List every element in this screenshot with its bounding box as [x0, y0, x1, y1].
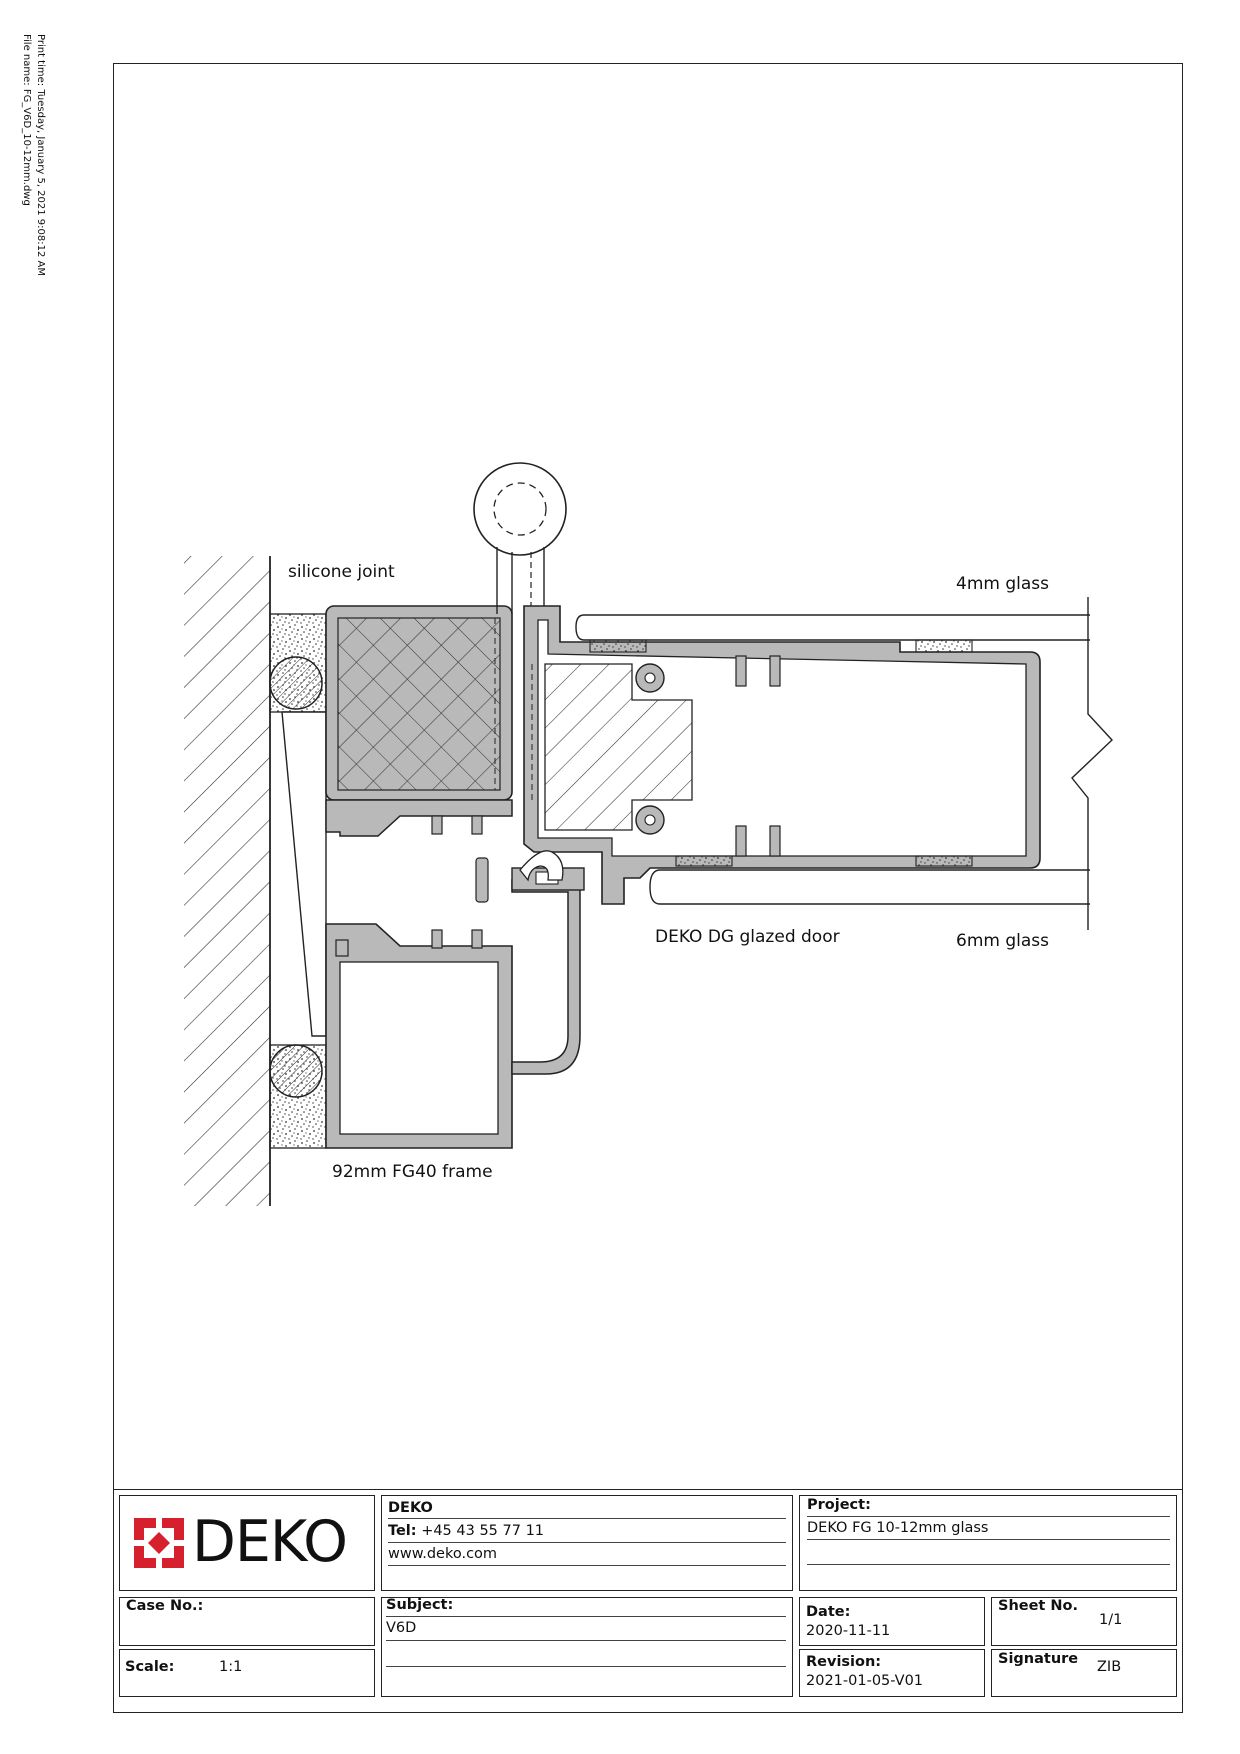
glazing-clip-top [635, 663, 665, 693]
scale-value: 1:1 [219, 1659, 243, 1675]
sheet-no-box [991, 1597, 1177, 1646]
glass-4mm [575, 614, 1090, 641]
company-rule-3 [388, 1565, 786, 1566]
project-rule-2 [807, 1539, 1170, 1540]
signature-box [991, 1649, 1177, 1697]
sheet-no-label: Sheet No. [998, 1598, 1079, 1614]
frame-upper-chamber [325, 605, 513, 801]
logo-box [119, 1495, 375, 1591]
subject-label: Subject: [386, 1597, 454, 1613]
hinge [473, 462, 567, 614]
company-rule-2 [388, 1542, 786, 1543]
break-line [1071, 597, 1113, 930]
frame-lower-chamber [325, 923, 513, 1149]
date-label: Date: [806, 1604, 851, 1620]
date-value: 2020-11-11 [806, 1623, 891, 1639]
case-no-box [119, 1597, 375, 1646]
signature-label: Signature [998, 1651, 1079, 1667]
label-glass-6mm: 6mm glass [956, 931, 1049, 951]
frame-middle-web [325, 799, 513, 837]
title-block-divider [113, 1489, 1183, 1490]
label-frame: 92mm FG40 frame [332, 1162, 493, 1182]
scale-label: Scale: [125, 1659, 175, 1675]
subject-value: V6D [386, 1620, 417, 1636]
project-rule-1 [807, 1516, 1170, 1517]
weather-seal [519, 850, 564, 882]
subject-rule-1 [386, 1616, 786, 1617]
silicone-joint-top [269, 613, 327, 713]
company-name: DEKO [388, 1500, 433, 1516]
frame-rebate-leg [511, 879, 581, 1075]
company-rule-1 [388, 1518, 786, 1519]
revision-box [799, 1649, 985, 1697]
door-timber-core [544, 663, 693, 831]
scale-box [119, 1649, 375, 1697]
case-no-label: Case No.: [126, 1598, 204, 1614]
label-glass-4mm: 4mm glass [956, 574, 1049, 594]
signature-value: ZIB [1097, 1659, 1122, 1675]
deko-logo-mark-icon [134, 1518, 184, 1568]
date-box [799, 1597, 985, 1646]
subject-box [381, 1597, 793, 1697]
silicone-joint-bottom [269, 1044, 327, 1149]
project-rule-3 [807, 1564, 1170, 1565]
wedge-shim [281, 711, 327, 1037]
company-box [381, 1495, 793, 1591]
glazing-clip-bottom [635, 805, 665, 835]
project-box [799, 1495, 1177, 1591]
subject-rule-2 [386, 1640, 786, 1641]
label-door: DEKO DG glazed door [655, 927, 840, 947]
wall-section [184, 556, 271, 1206]
deko-logo: DEKO [134, 1509, 364, 1575]
revision-label: Revision: [806, 1654, 882, 1670]
tel-value: +45 43 55 77 11 [421, 1523, 545, 1539]
glazing-gaskets [589, 639, 973, 867]
sheet-no-value: 1/1 [1099, 1612, 1123, 1628]
revision-value: 2021-01-05-V01 [806, 1673, 924, 1689]
deko-logo-text: DEKO [192, 1509, 348, 1575]
project-label: Project: [807, 1497, 871, 1513]
subject-rule-3 [386, 1666, 786, 1667]
glass-6mm [649, 869, 1090, 905]
project-value: DEKO FG 10-12mm glass [807, 1520, 989, 1536]
company-tel: Tel: +45 43 55 77 11 [388, 1523, 544, 1539]
label-silicone-joint: silicone joint [288, 562, 395, 582]
company-web: www.deko.com [388, 1546, 498, 1562]
drawing-sheet-border [113, 63, 1183, 1713]
tel-label: Tel: [388, 1523, 417, 1539]
